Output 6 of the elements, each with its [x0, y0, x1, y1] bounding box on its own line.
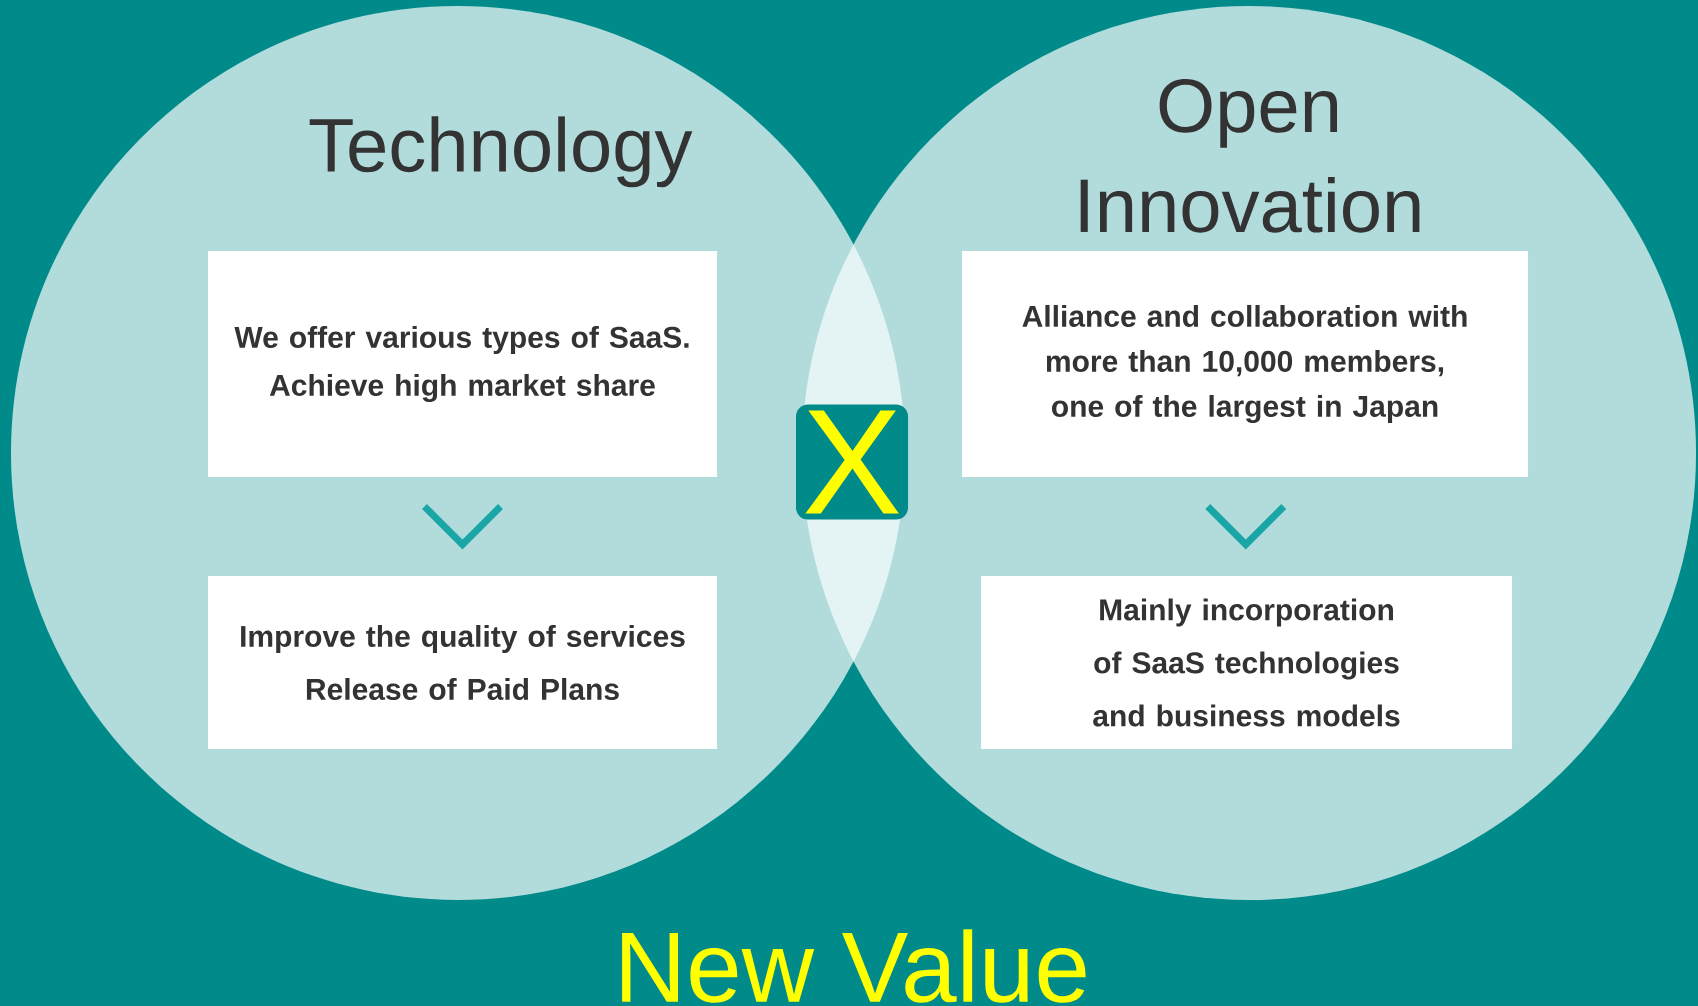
text-box: Improve the quality of services Release of Paid Plans — [208, 576, 717, 749]
text-box: Mainly incorporation of SaaS technologies and business models — [981, 576, 1512, 749]
slogan-text: New Value — [622, 929, 1086, 1003]
cross-sign: X — [796, 404, 909, 520]
text-box: We offer various types of SaaS. Achieve high market share — [208, 251, 717, 477]
text-box: Alliance and collaboration with more than 10,000 members, one of the largest in Japan — [962, 251, 1528, 477]
